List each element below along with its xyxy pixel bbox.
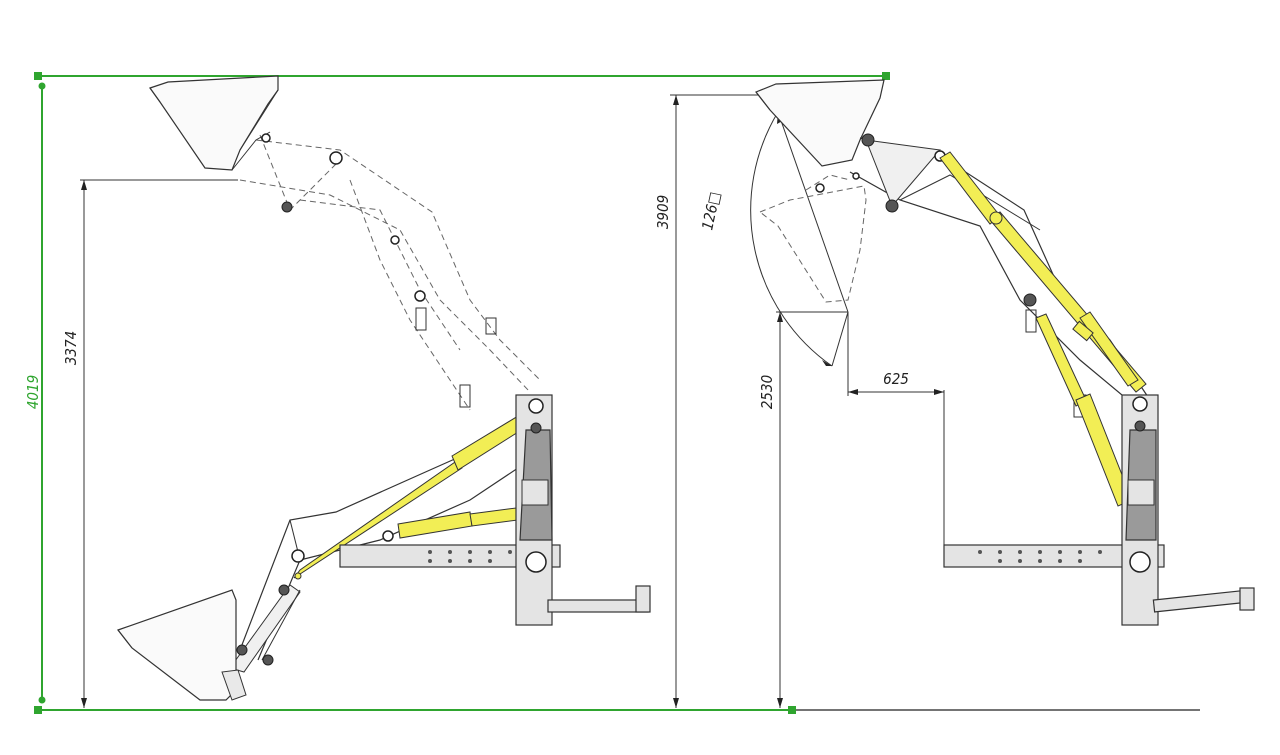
dimension-marker xyxy=(882,72,890,80)
angle-label: 126□ xyxy=(698,190,724,231)
left-lowered-bucket xyxy=(117,589,247,701)
left-raised-arm xyxy=(231,131,541,411)
dimension-marker xyxy=(34,706,42,714)
reach-dimension: 625 xyxy=(847,312,945,560)
left-lift-height-dimension: 3374 xyxy=(62,179,238,708)
right-lift-height-label: 3909 xyxy=(654,195,672,229)
left-lift-height-label: 3374 xyxy=(62,331,80,365)
left-mount-frame xyxy=(339,394,651,626)
right-loader xyxy=(755,79,1255,626)
left-loader xyxy=(117,75,651,701)
dimension-marker xyxy=(788,706,796,714)
left-raised-bucket xyxy=(149,75,279,171)
overall-height-dimension: 4019 xyxy=(24,72,890,714)
right-lift-cylinder xyxy=(1035,311,1139,507)
right-raised-bucket xyxy=(755,79,885,167)
dump-height-dimension: 2530 xyxy=(758,311,848,708)
right-lift-height-dimension: 3909 xyxy=(654,94,760,708)
overall-height-label: 4019 xyxy=(24,375,42,409)
right-dumped-bucket xyxy=(759,174,867,303)
dimension-marker xyxy=(34,72,42,80)
reach-label: 625 xyxy=(883,370,909,388)
left-bucket-cylinder xyxy=(382,507,519,542)
right-arm xyxy=(815,133,1151,418)
left-lift-cylinder xyxy=(293,409,535,580)
dump-height-label: 2530 xyxy=(758,375,776,409)
right-mount-frame xyxy=(943,394,1255,626)
